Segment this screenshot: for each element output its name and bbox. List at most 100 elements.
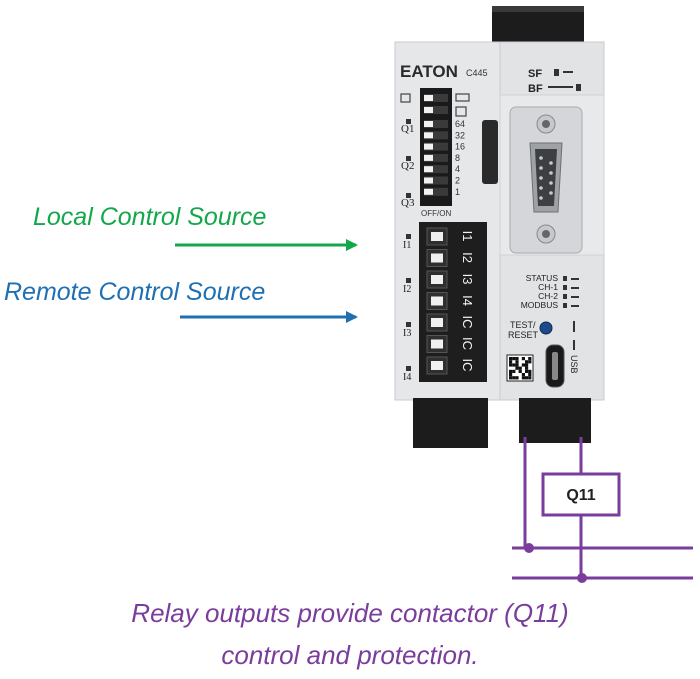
terminal-label: I3 bbox=[460, 274, 475, 285]
dip-switch-toggle bbox=[424, 132, 433, 139]
db9-pin bbox=[539, 196, 543, 200]
qr-cell bbox=[515, 366, 519, 370]
input-led bbox=[406, 322, 411, 327]
test-label: TEST/ bbox=[510, 320, 536, 330]
dip-switch-toggle bbox=[424, 107, 433, 113]
input-label: I4 bbox=[403, 372, 411, 383]
dip-switch bbox=[424, 106, 448, 114]
top-rail-clip bbox=[492, 6, 584, 46]
dip-value-label: 64 bbox=[455, 119, 465, 129]
terminal-screw-head bbox=[431, 339, 443, 349]
qr-cell bbox=[525, 360, 529, 364]
dip-switch-toggle bbox=[424, 143, 433, 150]
dip-switch-toggle bbox=[424, 166, 433, 173]
qr-cells bbox=[509, 357, 532, 380]
test-reset-button bbox=[539, 321, 553, 335]
dip-switch-toggle bbox=[424, 154, 433, 161]
bottom-clip-right bbox=[519, 398, 591, 443]
terminal-screw-head bbox=[431, 253, 443, 263]
status-led-label: STATUS bbox=[526, 273, 559, 283]
status-led bbox=[563, 285, 567, 290]
terminal-label: IC bbox=[460, 337, 475, 350]
db9-pin bbox=[549, 161, 553, 165]
dip-switch-toggle bbox=[424, 177, 433, 184]
status-led-label: CH-1 bbox=[538, 282, 558, 292]
qr-cell bbox=[518, 369, 522, 373]
terminal-screw-head bbox=[431, 318, 443, 327]
dip-value-label: 16 bbox=[455, 142, 465, 152]
dip-switch bbox=[424, 153, 448, 162]
usb-port-inner bbox=[552, 352, 558, 380]
input-label: I2 bbox=[403, 284, 411, 295]
led-bf bbox=[576, 84, 581, 91]
qr-cell bbox=[512, 357, 516, 361]
top-rail-clip-edge bbox=[492, 6, 584, 12]
module-latch bbox=[482, 120, 498, 184]
qr-cell bbox=[525, 376, 529, 380]
dip-switch bbox=[424, 94, 448, 102]
output-led bbox=[406, 119, 411, 124]
qr-cell bbox=[525, 363, 529, 367]
qr-cell bbox=[509, 376, 513, 380]
reset-led-bar bbox=[573, 321, 575, 332]
led-sf bbox=[554, 69, 559, 76]
db9-pin bbox=[539, 186, 543, 190]
db9-pin bbox=[549, 171, 553, 175]
contactor-circuit bbox=[512, 437, 693, 580]
status-led bbox=[563, 276, 567, 281]
qr-cell bbox=[515, 357, 519, 361]
qr-cell bbox=[509, 363, 513, 367]
qr-cell bbox=[509, 369, 513, 373]
status-led-bar bbox=[571, 287, 579, 289]
terminal-label: IC bbox=[460, 316, 475, 329]
qr-cell bbox=[521, 363, 525, 367]
qr-cell bbox=[509, 360, 513, 364]
db9-pin bbox=[549, 191, 553, 195]
dip-switch bbox=[424, 176, 448, 185]
dip-value-label: 2 bbox=[455, 176, 460, 186]
dip-switch bbox=[424, 120, 448, 128]
usb-label: USB bbox=[569, 355, 579, 374]
dip-value-label: 32 bbox=[455, 130, 465, 140]
db9-pin bbox=[539, 156, 543, 160]
input-label: I3 bbox=[403, 328, 411, 339]
terminal-screw-head bbox=[431, 296, 443, 306]
input-led bbox=[406, 234, 411, 239]
io-icon bbox=[455, 93, 470, 102]
reset-label: RESET bbox=[508, 330, 539, 340]
qr-cell bbox=[512, 369, 516, 373]
qr-cell bbox=[525, 366, 529, 370]
book-icon bbox=[455, 106, 467, 117]
db9-pin bbox=[539, 176, 543, 180]
qr-cell bbox=[528, 357, 532, 361]
dip-switch-toggle bbox=[424, 95, 433, 101]
dip-value-label: 8 bbox=[455, 153, 460, 163]
output-led bbox=[406, 193, 411, 198]
dip-value-label: 4 bbox=[455, 164, 460, 174]
qr-cell bbox=[515, 363, 519, 367]
output-label: Q1 bbox=[401, 123, 414, 135]
terminal-label: I2 bbox=[460, 252, 475, 263]
caption-line-1: Relay outputs provide contactor (Q11) bbox=[131, 598, 569, 628]
contactor-label: Q11 bbox=[566, 487, 595, 504]
qr-cell bbox=[521, 373, 525, 377]
qr-cell bbox=[515, 360, 519, 364]
usb-led-bar bbox=[573, 340, 575, 350]
qr-cell bbox=[525, 369, 529, 373]
status-led-label: CH-2 bbox=[538, 291, 558, 301]
output-label: Q3 bbox=[401, 197, 415, 209]
remote-control-label: Remote Control Source bbox=[4, 278, 266, 306]
status-led bbox=[563, 303, 567, 308]
led-sf-bar bbox=[563, 71, 573, 73]
terminal-screw-head bbox=[431, 275, 443, 284]
dip-value-label: 1 bbox=[455, 187, 460, 197]
qr-cell bbox=[509, 373, 513, 377]
status-led-bar bbox=[571, 278, 579, 280]
status-led-bar bbox=[571, 296, 579, 298]
qr-cell bbox=[521, 357, 525, 361]
junction-dot-2 bbox=[577, 573, 587, 583]
